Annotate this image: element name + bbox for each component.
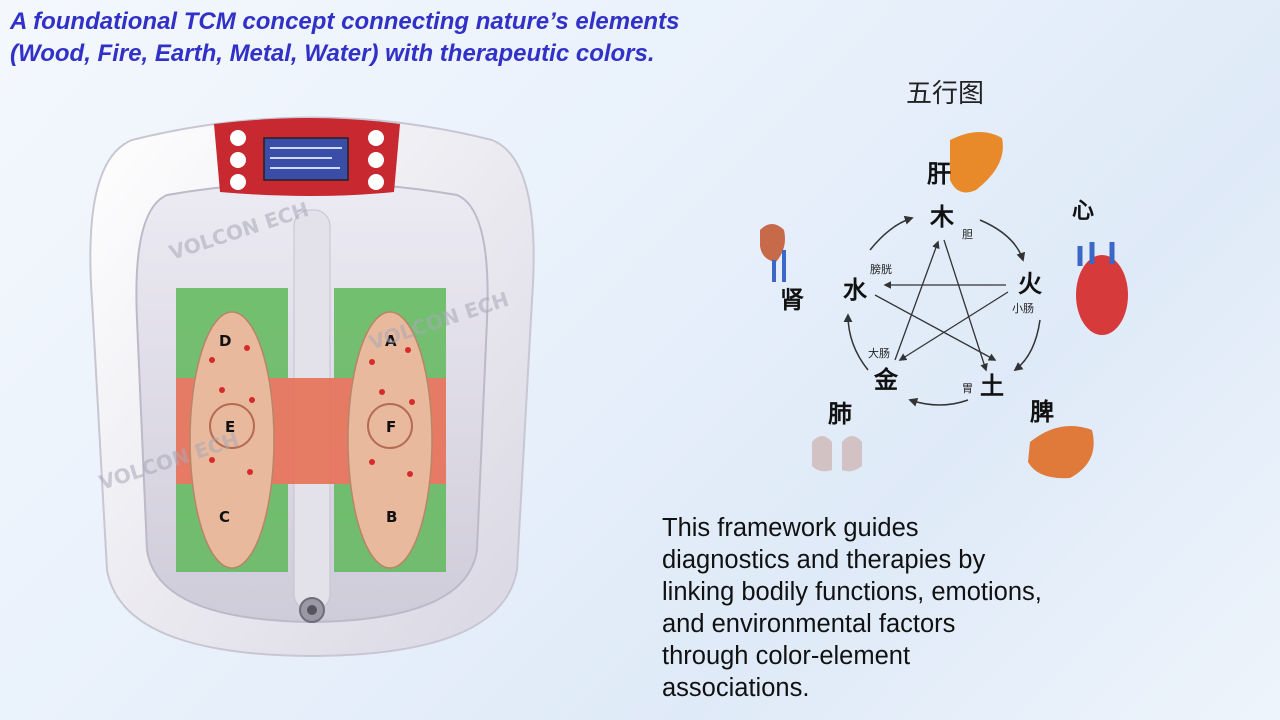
- paired-organ-earth: 胃: [962, 382, 973, 395]
- right-foot: [347, 311, 433, 569]
- diagram-title: 五行图: [906, 79, 984, 109]
- element-metal: 金: [873, 366, 899, 394]
- paired-organ-metal: 大肠: [868, 346, 890, 360]
- headline-line-1: A foundational TCM concept connecting na…: [10, 8, 680, 35]
- zone-label-B: B: [386, 508, 397, 526]
- zone-label-E: E: [225, 418, 235, 436]
- zone-label-F: F: [386, 418, 396, 436]
- paired-organ-fire: 小肠: [1012, 302, 1034, 315]
- panel-button-right-2[interactable]: [368, 152, 384, 168]
- organ-lung: 肺: [828, 400, 852, 428]
- liver-illustration: [950, 131, 1003, 193]
- lung-illustration: [812, 436, 862, 472]
- panel-button-power[interactable]: [230, 130, 246, 146]
- headline-line-2: (Wood, Fire, Earth, Metal, Water) with t…: [10, 40, 655, 67]
- paired-organ-water: 膀胱: [870, 262, 892, 276]
- spleen-illustration: [1028, 426, 1094, 479]
- left-foot: [189, 311, 275, 569]
- element-earth: 土: [980, 372, 1004, 400]
- element-fire: 火: [1018, 270, 1042, 298]
- heart-illustration: [1076, 255, 1128, 335]
- paired-organ-wood: 胆: [962, 228, 973, 241]
- panel-button-right-3[interactable]: [368, 174, 384, 190]
- kidney-illustration: [760, 224, 785, 262]
- zone-label-C: C: [219, 508, 230, 526]
- panel-button-left[interactable]: [230, 152, 246, 168]
- organ-spleen: 脾: [1030, 398, 1054, 426]
- panel-button-right-1[interactable]: [368, 130, 384, 146]
- slide-headline: A foundational TCM concept connecting na…: [10, 6, 790, 70]
- five-elements-diagram: 五行图 木 胆 火 小肠 土 胃 金 大肠 水 膀胱 肝 心 脾 肺 肾: [760, 79, 1128, 479]
- element-wood: 木: [929, 203, 955, 231]
- foot-bath-image: D A E F C B VOLCON ECH VOLCON ECH VOLCON…: [89, 116, 535, 658]
- organ-liver: 肝: [927, 160, 951, 188]
- panel-button-mode[interactable]: [230, 174, 246, 190]
- slide-body-text: This framework guides diagnostics and th…: [662, 514, 1042, 702]
- organ-heart: 心: [1072, 199, 1094, 224]
- zone-label-D: D: [219, 332, 231, 350]
- organ-kidney: 肾: [780, 286, 804, 314]
- zone-label-A: A: [385, 332, 397, 350]
- element-water: 水: [843, 276, 868, 304]
